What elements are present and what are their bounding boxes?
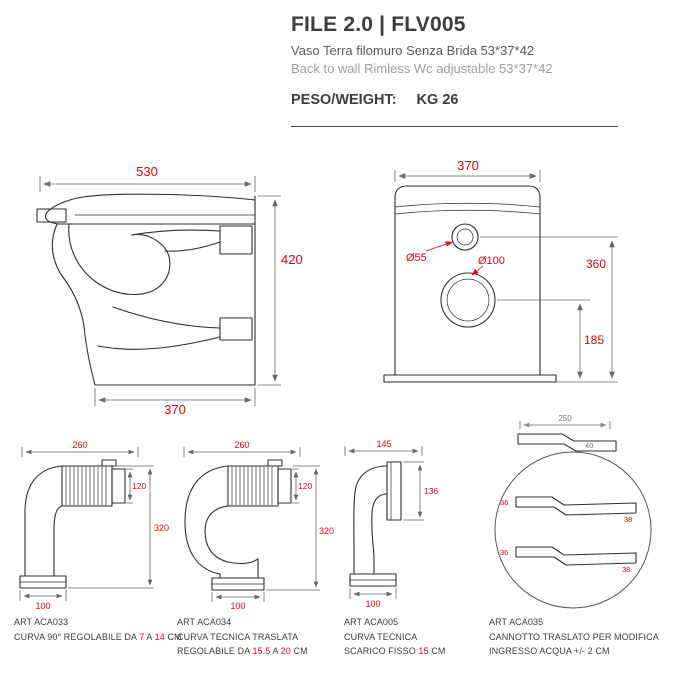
caption-line: REGOLABILE DA 15.5 A 20 CM xyxy=(177,645,308,656)
weight-row: PESO/WEIGHT: KG 26 xyxy=(291,92,691,108)
front-view-drawing: 370 Ø55 Ø100 360 185 xyxy=(383,158,618,383)
aca035-drawing: 250 40 36 38 36 38 xyxy=(494,414,652,609)
side-view-drawing: 530 420 370 xyxy=(36,164,303,417)
toilet-front-outline xyxy=(383,185,557,383)
aca033-pipe-outline xyxy=(19,459,126,589)
dim-136: 136 xyxy=(403,461,438,521)
dim-100: 100 xyxy=(349,588,397,609)
caption-line: CURVA TECNICA xyxy=(344,631,418,642)
dim-side-depth: 370 xyxy=(94,388,256,417)
accessory-description: CURVA 90° REGOLABILE DA 7 A 14 CM xyxy=(14,631,182,645)
accessory-art-code: ART ACA033 xyxy=(14,617,69,627)
dim-260: 260 xyxy=(183,440,301,457)
dim-120: 120 xyxy=(292,468,312,504)
accessory-art-code: ART ACA005 xyxy=(344,617,399,627)
subtitle-italian: Vaso Terra filomuro Senza Brida 53*37*42 xyxy=(291,43,535,58)
aca035-tube-dim-label: 40 xyxy=(585,441,593,450)
aca035-upper-right-dim-label: 38 xyxy=(624,515,632,524)
aca034-drawing: 260 120 320 100 xyxy=(183,440,334,611)
toilet-side-outline xyxy=(36,193,256,386)
aca005-drawing: 145 136 100 xyxy=(344,439,438,609)
dim-320: 320 xyxy=(266,465,334,591)
aca033-width-dim-label: 260 xyxy=(72,440,87,450)
dim-100: 100 xyxy=(211,592,265,611)
aca035-lower-right-dim-label: 38 xyxy=(622,565,630,574)
aca033-diameter-dim-label: 120 xyxy=(132,481,146,491)
header-divider xyxy=(291,126,618,127)
dim-side-width: 530 xyxy=(39,164,256,192)
dim-260: 260 xyxy=(21,440,139,457)
page-title: FILE 2.0 | FLV005 xyxy=(291,13,466,36)
dim-outlet-height: 185 xyxy=(497,299,604,379)
caption-aca033: ART ACA033 CURVA 90° REGOLABILE DA 7 A 1… xyxy=(14,616,182,645)
dim-145: 145 xyxy=(344,439,423,456)
aca034-diameter-dim-label: 120 xyxy=(298,481,312,491)
aca035-lower-left-dim-label: 36 xyxy=(500,548,508,557)
dim-side-height: 420 xyxy=(258,195,303,386)
accessory-description: CURVA TECNICA SCARICO FISSO 15 CM xyxy=(344,631,494,659)
accessory-art-code: ART ACA034 xyxy=(177,617,232,627)
aca035-adapter-profile xyxy=(517,433,617,452)
aca005-width-dim-label: 145 xyxy=(376,439,391,449)
aca005-pipe-outline xyxy=(349,461,402,587)
side-width-dim-label: 530 xyxy=(136,164,158,179)
aca034-width-dim-label: 260 xyxy=(234,440,249,450)
side-height-dim-label: 420 xyxy=(281,252,303,267)
outlet-height-dim-label: 185 xyxy=(584,333,604,347)
caption-line: CURVA 90° REGOLABILE DA 7 A 14 CM xyxy=(14,631,182,642)
dim-120: 120 xyxy=(126,468,146,504)
dim-250: 250 xyxy=(519,414,611,429)
caption-aca034: ART ACA034 CURVA TECNICA TRASLATA REGOLAB… xyxy=(177,616,337,659)
outlet-diameter-label: Ø100 xyxy=(478,255,505,267)
outlet-diameter-callout: Ø100 xyxy=(471,255,505,276)
caption-line: SCARICO FISSO 15 CM xyxy=(344,645,446,656)
accessory-description: CURVA TECNICA TRASLATA REGOLABILE DA 15.5… xyxy=(177,631,337,659)
aca034-height-dim-label: 320 xyxy=(319,526,334,536)
inlet-diameter-label: Ø55 xyxy=(406,252,427,264)
inlet-diameter-callout: Ø55 xyxy=(406,241,453,264)
header: FILE 2.0 | FLV005 Vaso Terra filomuro Se… xyxy=(291,13,691,108)
aca034-pipe-outline xyxy=(184,459,292,591)
inlet-height-dim-label: 360 xyxy=(586,257,606,271)
aca033-outlet-dim-label: 100 xyxy=(35,601,50,611)
aca005-outlet-dim-label: 100 xyxy=(365,599,380,609)
aca033-drawing: 260 120 320 100 xyxy=(19,440,169,611)
dim-front-width: 370 xyxy=(394,158,541,182)
aca035-width-dim-label: 250 xyxy=(558,414,572,423)
caption-aca005: ART ACA005 CURVA TECNICA SCARICO FISSO 15… xyxy=(344,616,494,659)
aca035-upper-left-dim-label: 36 xyxy=(500,498,508,507)
accessory-art-code: ART ACA035 xyxy=(489,617,544,627)
aca035-upper-tube xyxy=(515,496,637,516)
front-width-dim-label: 370 xyxy=(457,158,479,173)
aca005-height-dim-label: 136 xyxy=(424,486,438,496)
dim-inlet-height: 360 xyxy=(480,236,618,383)
aca034-outlet-dim-label: 100 xyxy=(230,601,245,611)
aca035-detail-circle xyxy=(494,451,652,609)
weight-label: PESO/WEIGHT: xyxy=(291,92,397,108)
caption-line: CANNOTTO TRASLATO PER MODIFICA xyxy=(489,631,659,642)
caption-line: INGRESSO ACQUA +/- 2 CM xyxy=(489,645,610,656)
aca035-lower-tube xyxy=(515,546,637,566)
caption-aca035: ART ACA035 CANNOTTO TRASLATO PER MODIFIC… xyxy=(489,616,699,659)
side-depth-dim-label: 370 xyxy=(164,402,186,417)
accessory-description: CANNOTTO TRASLATO PER MODIFICA INGRESSO A… xyxy=(489,631,699,659)
dim-100: 100 xyxy=(19,590,67,611)
subtitle-english: Back to wall Rimless Wc adjustable 53*37… xyxy=(291,61,553,76)
aca033-height-dim-label: 320 xyxy=(154,523,169,533)
weight-value: KG 26 xyxy=(416,92,459,108)
dim-320: 320 xyxy=(68,465,169,589)
caption-line: CURVA TECNICA TRASLATA xyxy=(177,631,299,642)
